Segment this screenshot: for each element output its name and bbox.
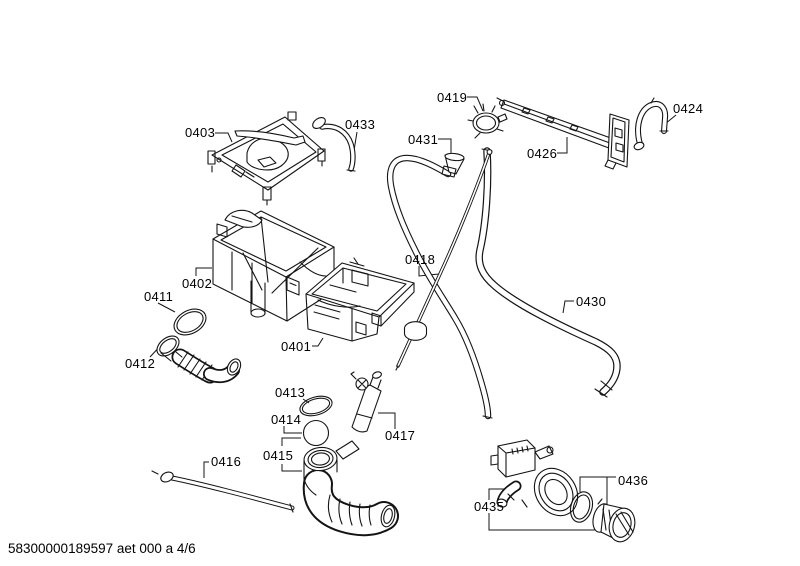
part-0402-dispenser-housing (212, 209, 335, 322)
part-label-0401: 0401 (281, 339, 311, 354)
part-label-0402: 0402 (182, 276, 212, 291)
part-0430-hose (475, 147, 621, 398)
part-labels: 0403 0433 0419 0431 0426 0424 0402 0411 … (125, 90, 703, 514)
part-label-0403: 0403 (185, 125, 215, 140)
part-label-0417: 0417 (385, 428, 415, 443)
part-0403-top-frame (207, 111, 326, 206)
part-0418-rod (395, 149, 493, 371)
part-label-0433: 0433 (345, 117, 375, 132)
part-label-0413: 0413 (275, 385, 305, 400)
part-0424-hook (633, 97, 669, 151)
part-0435-pump (490, 439, 579, 517)
part-label-0435: 0435 (474, 499, 504, 514)
part-label-0424: 0424 (673, 101, 703, 116)
part-0436-seal-and-cap (569, 491, 636, 543)
part-label-0411: 0411 (144, 289, 173, 304)
part-0433-hose (312, 116, 356, 172)
part-0426-rail (496, 97, 630, 170)
part-label-0431: 0431 (408, 132, 438, 147)
document-code: 58300000189597 aet 000 a 4/6 (8, 541, 196, 556)
part-label-0426: 0426 (527, 146, 557, 161)
part-0419-clamp (467, 103, 508, 139)
part-0413-ring (299, 395, 333, 417)
part-0415-elbow (302, 440, 399, 537)
part-label-0416: 0416 (211, 454, 241, 469)
part-0431-funnel-hose (387, 152, 493, 420)
part-label-0430: 0430 (576, 294, 606, 309)
part-0414-ball (302, 419, 330, 447)
part-0411-seal-ring (173, 308, 207, 336)
part-0416-hose (151, 470, 295, 513)
part-label-0418: 0418 (405, 252, 435, 267)
part-0417-insert (350, 371, 382, 433)
part-label-0415: 0415 (263, 448, 293, 463)
part-label-0414: 0414 (271, 412, 301, 427)
part-0401-drawer (305, 257, 415, 342)
part-label-0412: 0412 (125, 356, 155, 371)
part-0412-bellows-hose (156, 335, 242, 384)
part-label-0436: 0436 (618, 473, 648, 488)
part-label-0419: 0419 (437, 90, 467, 105)
